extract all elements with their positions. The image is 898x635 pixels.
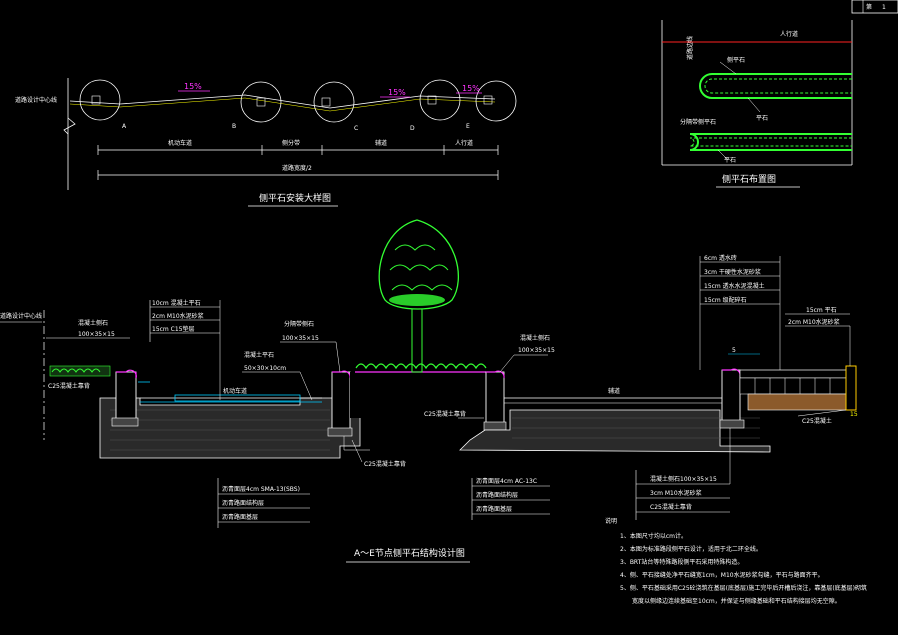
mid-kerb-label: 分隔带侧石: [284, 320, 314, 328]
bl-line-3: 沥青路面基层: [222, 513, 258, 521]
sheet-label: 第: [866, 3, 872, 11]
point-e: E: [466, 123, 470, 130]
detail-top-title: 侧平石安装大样图: [259, 192, 331, 204]
br-line-1: 混凝土侧石100×35×15: [650, 475, 717, 483]
centerline-label: 道路设计中心线: [15, 96, 57, 104]
right-side-2: 2cm M10水泥砂浆: [788, 318, 840, 326]
right-layer-table: 6cm 透水砖 3cm 干硬性水泥砂浆 15cm 透水水泥混凝土 15cm 级配…: [699, 254, 851, 425]
bm-line-2: 沥青路面结构层: [476, 491, 518, 499]
slope-3: 15%: [462, 84, 480, 93]
plan-label-flat2: 平石: [724, 157, 736, 164]
right-kerb-label: 混凝土侧石: [520, 334, 550, 342]
section-lane-label: 机动车道: [223, 387, 247, 395]
tree-icon: [378, 219, 459, 373]
left-c25-label: C25混凝土靠背: [48, 382, 90, 390]
right-side-1: 15cm 平石: [806, 307, 837, 314]
section-centerline-label: 道路设计中心线: [0, 312, 42, 320]
slope-2: 15%: [388, 88, 406, 97]
plan-side-label: 道路边线: [686, 36, 694, 60]
sheet-number: 1: [882, 4, 886, 11]
left-kerb-size: 100×35×15: [78, 331, 115, 338]
right-layer-3: 15cm 透水水泥混凝土: [704, 282, 765, 290]
slope-1: 15%: [184, 82, 202, 91]
br-line-2: 3cm M10水泥砂浆: [650, 489, 702, 497]
detail-plan: 人行道 道路边线 侧平石 平石 分隔带侧平石 平石 侧平石布置图: [661, 20, 853, 188]
dim-median: 侧分带: [282, 139, 300, 147]
left-flat-size: 50×30×10cm: [244, 365, 286, 372]
plan-label-flat: 平石: [756, 115, 768, 122]
note-6: 宽度以侧缘边连续基础至10cm，并保证与侧缘基础和平石结构接层均无空隙。: [632, 597, 841, 605]
sheet-number-box: 第 1: [851, 0, 898, 14]
dim-lane: 机动车道: [168, 139, 192, 147]
right-c25-label: C25混凝土靠背: [424, 410, 466, 418]
left-kerb-label: 混凝土侧石: [78, 319, 108, 327]
point-d: D: [410, 125, 415, 132]
right-kerb-size: 100×35×15: [518, 347, 555, 354]
right-lane-label: 辅道: [608, 387, 620, 395]
bl-line-1: 沥青面层4cm SMA-13(SBS): [222, 485, 300, 493]
note-4: 4、侧、平石接缝处净平石缝宽1cm，M10水泥砂浆勾缝，平石与路面齐平。: [620, 571, 824, 579]
point-b: B: [232, 123, 236, 130]
note-5: 5、侧、平石基础采用C25砼浇筑在基层(底基层)施工完毕后开槽后浇注，靠基层(底…: [620, 584, 867, 592]
notes-heading: 说明: [605, 517, 617, 525]
dim-aux: 辅道: [375, 139, 387, 147]
dim-total: 道路宽度/2: [282, 164, 312, 172]
note-3: 3、BRT站台等特殊路段侧平石采用特殊构造。: [620, 558, 743, 566]
right-layer-2: 3cm 干硬性水泥砂浆: [704, 268, 761, 276]
plan-label-median: 分隔带侧平石: [680, 118, 716, 126]
left-flat-label: 混凝土平石: [244, 351, 274, 359]
detail-installation: 道路设计中心线 15% 15% 15% A B C D E: [15, 78, 517, 207]
point-a: A: [122, 123, 127, 130]
br-line-3: C25混凝土靠背: [650, 503, 692, 511]
dim-num-2: 15: [850, 411, 858, 418]
plan-sidewalk: 人行道: [780, 30, 798, 38]
cross-section: 道路设计中心线 机动车道 混凝土侧石 100×35×15 C25混凝土靠背: [0, 219, 858, 563]
right-side-3: C25混凝土: [802, 417, 832, 425]
point-c: C: [354, 125, 358, 132]
left-item-1: 10cm 混凝土平石: [152, 299, 201, 307]
note-2: 2、本图为标准路段侧平石设计，适用于北二环全线。: [620, 545, 762, 553]
mid-c25-label: C25混凝土靠背: [364, 460, 406, 468]
bl-line-2: 沥青路面结构层: [222, 499, 264, 507]
bm-line-1: 沥青面层4cm AC-13C: [476, 477, 537, 485]
dim-sidewalk: 人行道: [455, 139, 473, 147]
notes: 说明 1、本图尺寸均以cm计。 2、本图为标准路段侧平石设计，适用于北二环全线。…: [605, 517, 867, 605]
right-layer-4: 15cm 级配碎石: [704, 296, 747, 304]
mid-kerb-size: 100×35×15: [282, 335, 319, 342]
section-title: A～E节点侧平石结构设计图: [354, 547, 465, 559]
dim-num-1: 5: [732, 347, 736, 354]
left-item-3: 15cm C15垫层: [152, 325, 195, 333]
note-1: 1、本图尺寸均以cm计。: [620, 532, 687, 540]
left-item-2: 2cm M10水泥砂浆: [152, 312, 204, 320]
bm-line-3: 沥青路面基层: [476, 505, 512, 513]
detail-plan-title: 侧平石布置图: [722, 173, 776, 185]
right-layer-1: 6cm 透水砖: [704, 254, 737, 262]
plan-label-kerb: 侧平石: [727, 56, 745, 64]
